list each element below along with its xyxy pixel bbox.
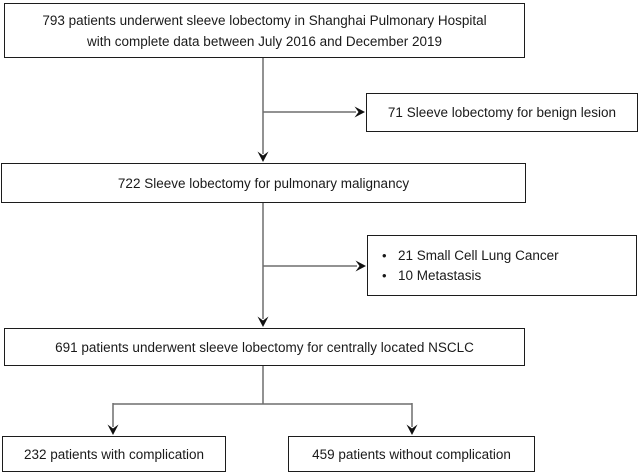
box-without-complication: 459 patients without complication [288, 436, 535, 472]
box-total-patients-line2: with complete data between July 2016 and… [87, 33, 442, 49]
box-nsclc-label: 691 patients underwent sleeve lobectomy … [55, 339, 474, 355]
bullet-icon: • [382, 267, 387, 283]
arrow-down-icon [257, 316, 269, 327]
box-exclusions: • 21 Small Cell Lung Cancer • 10 Metasta… [367, 235, 637, 296]
bullet-icon: • [382, 247, 387, 263]
exclusion-item-label: 10 Metastasis [398, 267, 482, 283]
box-total-patients-line1: 793 patients underwent sleeve lobectomy … [42, 12, 487, 28]
box-nsclc: 691 patients underwent sleeve lobectomy … [4, 328, 525, 366]
box-pulmonary-malignancy: 722 Sleeve lobectomy for pulmonary malig… [1, 163, 526, 203]
arrow-down-icon [406, 424, 418, 435]
box-without-complication-label: 459 patients without complication [312, 446, 511, 462]
box-benign-lesion: 71 Sleeve lobectomy for benign lesion [366, 93, 638, 132]
arrow-down-icon [257, 151, 269, 162]
arrow-down-icon [107, 424, 119, 435]
exclusion-item-label: 21 Small Cell Lung Cancer [398, 247, 559, 263]
box-with-complication-label: 232 patients with complication [23, 446, 205, 462]
box-with-complication: 232 patients with complication [2, 436, 226, 472]
box-total-patients: 793 patients underwent sleeve lobectomy … [4, 3, 525, 58]
box-pulmonary-malignancy-label: 722 Sleeve lobectomy for pulmonary malig… [117, 175, 410, 191]
arrow-right-icon [354, 106, 365, 118]
arrow-right-icon [355, 260, 366, 272]
exclusion-item: • 10 Metastasis [382, 266, 481, 286]
exclusion-item: • 21 Small Cell Lung Cancer [382, 246, 559, 266]
box-benign-lesion-label: 71 Sleeve lobectomy for benign lesion [387, 105, 617, 120]
